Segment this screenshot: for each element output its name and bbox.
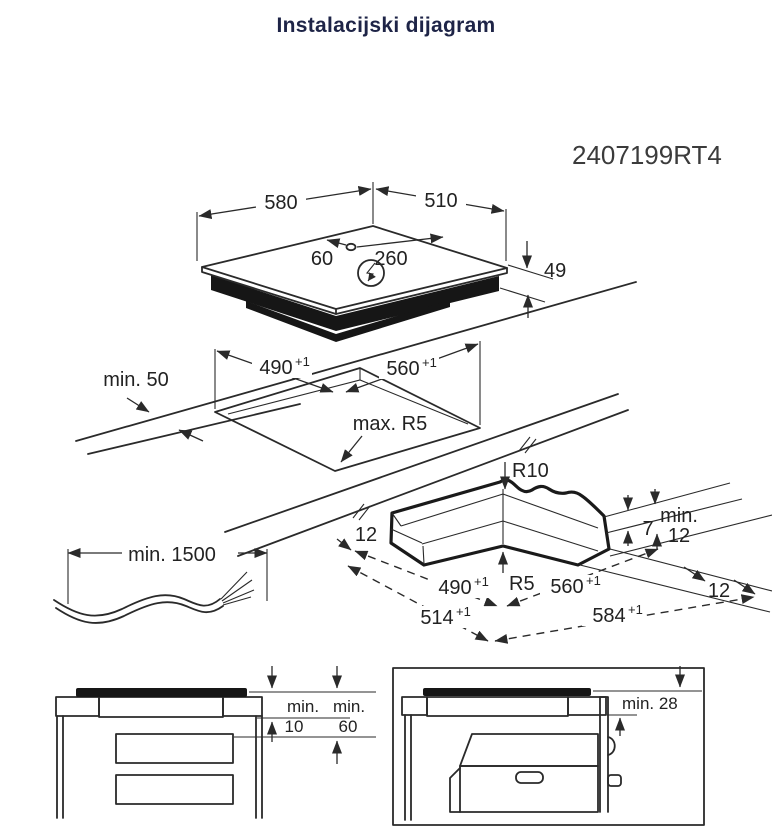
- corner-outer-width-tol: +1: [456, 604, 471, 619]
- bottom-gap-value: 60: [339, 717, 358, 736]
- corner-top-radius-label: R10: [512, 460, 549, 482]
- oven-knob: [607, 774, 622, 787]
- cable-length-label: min. 1500: [128, 544, 216, 566]
- cutout-depth-tol: +1: [422, 355, 437, 370]
- corner-inner-width-label: 490: [438, 577, 471, 599]
- oven-handle: [515, 771, 544, 784]
- corner-left-offset-label: 12: [355, 524, 377, 546]
- corner-step-height-label: 7: [642, 518, 653, 540]
- corner-inner-width-tol: +1: [474, 574, 489, 589]
- electrical-connection-icon: [357, 259, 385, 287]
- corner-min-word: min.: [660, 505, 698, 527]
- cutout-width-label: 490: [259, 357, 292, 379]
- worktop-cutout-view: 490 +1 560 +1 max. R5 min. 50: [103, 341, 481, 472]
- bottom-gap-min-word: min.: [333, 697, 365, 716]
- corner-inner-depth-tol: +1: [586, 573, 601, 588]
- drawer-front-2: [115, 774, 234, 805]
- top-gap-min-word: min.: [287, 697, 319, 716]
- corner-min-value: 12: [668, 525, 690, 547]
- oven-clearance-label: min. 28: [622, 694, 678, 713]
- model-number: 2407199RT4: [572, 140, 722, 170]
- corner-right-offset-label: 12: [708, 580, 730, 602]
- cutout-radius-label: max. R5: [353, 413, 427, 435]
- corner-outer-depth-label: 584: [592, 605, 625, 627]
- hob-body-section: [98, 696, 224, 718]
- hob-glass-section-2: [423, 688, 591, 696]
- cutout-depth-label: 560: [386, 358, 419, 380]
- corner-outer-depth-tol: +1: [628, 602, 643, 617]
- cutout-opening: [214, 367, 481, 472]
- corner-profile-view: R10 R5 12 7 min. 12 12 490 +1: [336, 460, 772, 644]
- connection-point: [345, 242, 357, 252]
- cable-length-view: min. 1500: [53, 544, 268, 624]
- drawer-front-1: [115, 733, 234, 764]
- oven-body: [449, 733, 599, 813]
- oven-section-view: min. 28: [392, 666, 705, 826]
- hob-glass-section: [76, 688, 247, 697]
- corner-inner-depth-label: 560: [550, 576, 583, 598]
- corner-profile-outline: [389, 478, 611, 567]
- hob-height-label: 49: [544, 260, 566, 282]
- drawer-section-view: min. 10 min. 60: [55, 666, 376, 819]
- connection-offset-left-label: 60: [311, 248, 333, 270]
- page-title: Instalacijski dijagram: [276, 14, 496, 37]
- hob-width-label: 580: [264, 192, 297, 214]
- cutout-width-tol: +1: [295, 354, 310, 369]
- hob-isometric-view: 580 510 60 260 49: [196, 182, 566, 342]
- connection-offset-right-label: 260: [374, 248, 407, 270]
- cable-curve: [53, 594, 221, 617]
- rear-clearance-label: min. 50: [103, 369, 169, 391]
- corner-bottom-radius-label: R5: [509, 573, 535, 595]
- hob-depth-label: 510: [424, 190, 457, 212]
- top-gap-value: 10: [285, 717, 304, 736]
- corner-outer-width-label: 514: [420, 607, 453, 629]
- oven-view-frame: [392, 667, 705, 826]
